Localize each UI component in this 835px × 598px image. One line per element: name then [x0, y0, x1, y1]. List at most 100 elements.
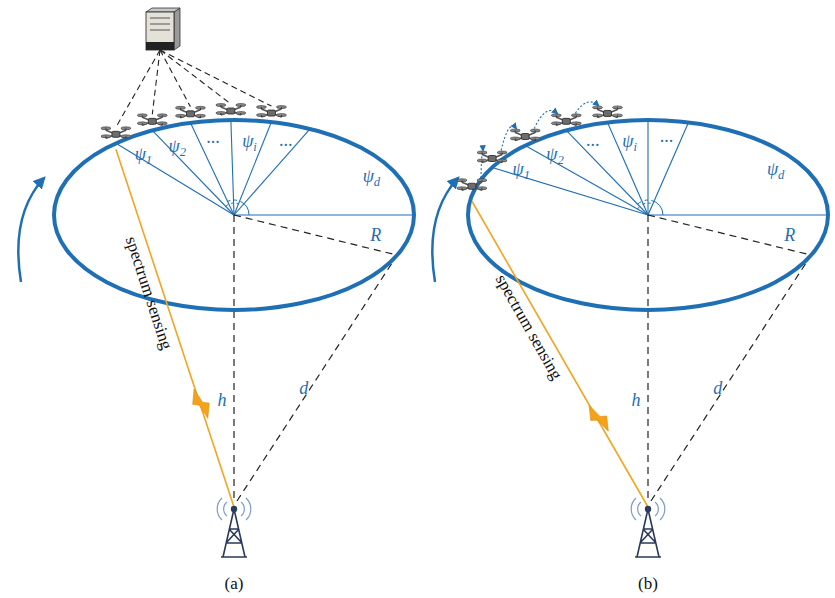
drone-icon	[477, 151, 507, 163]
drone-post	[281, 115, 282, 117]
angle-label: ψd	[363, 167, 380, 185]
base-station-icon	[631, 498, 665, 557]
drone-post	[556, 115, 557, 117]
drone-rotor	[195, 114, 205, 117]
angle-label: ψi	[242, 132, 257, 150]
drone-post	[200, 116, 201, 118]
tower-mast	[635, 509, 661, 557]
angle-arc	[231, 203, 234, 204]
height-label: h	[218, 391, 227, 409]
drone-icon	[593, 106, 623, 118]
drone-rotor	[121, 135, 131, 138]
drone-post	[220, 113, 221, 115]
drone-icon	[256, 106, 286, 118]
drone-rotor	[101, 127, 111, 130]
drone-post	[617, 115, 618, 117]
angle-arc	[227, 200, 230, 201]
sector-line	[648, 122, 688, 215]
drone-rotor	[121, 127, 131, 130]
angle-label: ψ1	[512, 160, 529, 178]
base-station-icon	[217, 498, 251, 557]
tower-mast	[221, 509, 247, 557]
radius-label: R	[784, 226, 795, 244]
drone-icon	[216, 104, 246, 116]
radius-line	[234, 215, 397, 255]
drone-rotor	[256, 114, 266, 117]
sector-line	[231, 120, 234, 215]
drone-body	[604, 110, 612, 116]
drone-rotor	[276, 114, 286, 117]
lightning-bolt	[589, 405, 608, 431]
tower-top	[645, 506, 651, 512]
distance-line	[651, 255, 811, 501]
drone-post	[125, 136, 126, 138]
drone-post	[125, 128, 126, 130]
panel-label: (a)	[225, 575, 244, 592]
drone-body	[148, 118, 156, 124]
angle-arc	[638, 206, 640, 209]
drone-rotor	[477, 159, 487, 162]
server-slot	[150, 30, 170, 31]
drone-post	[535, 131, 536, 133]
drone-rotor	[216, 104, 226, 107]
angle-label: ···	[586, 136, 600, 154]
drone-rotor	[175, 114, 185, 117]
sensing-link	[116, 149, 234, 507]
control-link	[152, 50, 160, 114]
drone-icon	[175, 106, 205, 118]
drone-rotor	[236, 112, 246, 115]
drone-body	[488, 156, 496, 162]
drone-rotor	[236, 104, 246, 107]
server-top	[146, 8, 180, 12]
drone-rotor	[477, 179, 487, 182]
server-base	[146, 42, 174, 50]
drone-body	[227, 108, 235, 114]
angle-arc	[643, 203, 646, 204]
drone-rotor	[216, 112, 226, 115]
sector-line	[647, 120, 648, 215]
drone-post	[576, 115, 577, 117]
signal-waves	[217, 498, 251, 520]
drone-rotor	[510, 129, 520, 132]
sector-line	[525, 146, 648, 215]
drone-post	[261, 115, 262, 117]
sensing-link	[472, 201, 648, 507]
drone-post	[461, 188, 462, 190]
drone-post	[515, 131, 516, 133]
height-label: h	[632, 391, 641, 409]
drone-post	[105, 128, 106, 130]
drone-post	[200, 108, 201, 110]
flight-circle	[468, 120, 828, 310]
drone-rotor	[613, 114, 623, 117]
angle-arc	[645, 200, 648, 201]
drone-post	[515, 139, 516, 141]
angle-arc	[234, 200, 237, 201]
angle-label: ψd	[767, 160, 784, 178]
sector-line	[566, 130, 648, 215]
control-link	[160, 50, 271, 106]
panel-label: (b)	[638, 575, 658, 592]
angle-label: ···	[206, 133, 220, 151]
drone-icon	[551, 114, 581, 126]
signal-waves	[631, 498, 665, 520]
server-slot	[150, 18, 170, 19]
drone-post	[597, 115, 598, 117]
drone-post	[597, 107, 598, 109]
sector-line	[648, 214, 828, 215]
drone-post	[162, 123, 163, 125]
drone-post	[105, 136, 106, 138]
server-icon	[146, 8, 180, 50]
drone-rotor	[157, 122, 167, 125]
drone-post	[617, 107, 618, 109]
drone-rotor	[477, 187, 487, 190]
drone-rotor	[551, 122, 561, 125]
drone-post	[482, 161, 483, 163]
sector-line	[234, 122, 271, 215]
drone-body	[521, 134, 529, 140]
lightning-bolt	[193, 389, 209, 418]
angle-label: ψ2	[169, 137, 186, 155]
server-front	[146, 12, 174, 50]
sector-line	[234, 129, 310, 215]
drone-post	[180, 116, 181, 118]
